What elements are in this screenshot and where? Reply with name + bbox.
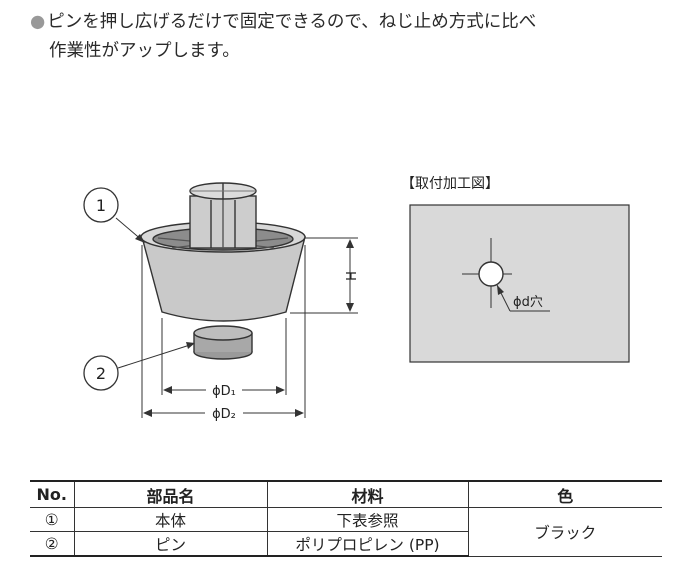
dimension-lines [115,217,358,418]
header-no: No. [30,480,75,508]
callout-1-label: 1 [96,196,106,215]
callout-2: 2 [83,355,119,391]
table-row: ② ピン ポリプロピレン (PP) [30,531,662,557]
dim-d1-label: ϕD₁ [212,384,236,399]
dim-d2-bg [205,403,243,421]
bullet-icon: ● [30,12,46,32]
pin-head-top [193,325,253,341]
mounting-plate [409,204,630,363]
parts-table: No. 部品名 材料 色 ① 本体 下表参照 ブラック ② ピン ポリプロピレン… [30,480,662,557]
dim-h-label: H [345,271,360,281]
fastener-drawing [140,182,306,360]
hole-leader-arrow [497,285,504,295]
row-part-name: 本体 [73,507,268,532]
body-cone [141,236,306,322]
dim-d1-bg [206,380,242,398]
intro-line-1: ●ピンを押し広げるだけで固定できるので、ねじ止め方式に比べ [30,12,537,32]
table-row: ① 本体 下表参照 ブラック [30,507,662,557]
technical-drawing: 1 2 H ϕD₁ ϕD₂ ϕd穴 [83,182,630,422]
row-material: ポリプロピレン (PP) [266,531,468,557]
callout-1: 1 [83,187,119,223]
header-color: 色 [467,480,662,508]
dim-d2-label: ϕD₂ [212,407,236,422]
row-no: ① [30,507,75,532]
table-header-row: No. 部品名 材料 色 [30,480,662,508]
row-material: 下表参照 [266,507,469,532]
intro-line-2: 作業性がアップします。 [49,41,240,61]
row-no: ② [30,531,75,557]
row-part-name: ピン [73,531,268,557]
hole-label: ϕd穴 [513,295,543,310]
intro-text: ●ピンを押し広げるだけで固定できるので、ねじ止め方式に比べ 作業性がアップします… [30,8,660,66]
header-material: 材料 [266,480,469,508]
mounting-panel: ϕd穴 [409,204,630,363]
header-part-name: 部品名 [73,480,268,508]
row-color: ブラック [467,507,662,557]
mounting-hole [478,261,504,287]
callout-2-label: 2 [96,364,106,383]
mounting-title: 【取付加工図】 [401,176,499,192]
